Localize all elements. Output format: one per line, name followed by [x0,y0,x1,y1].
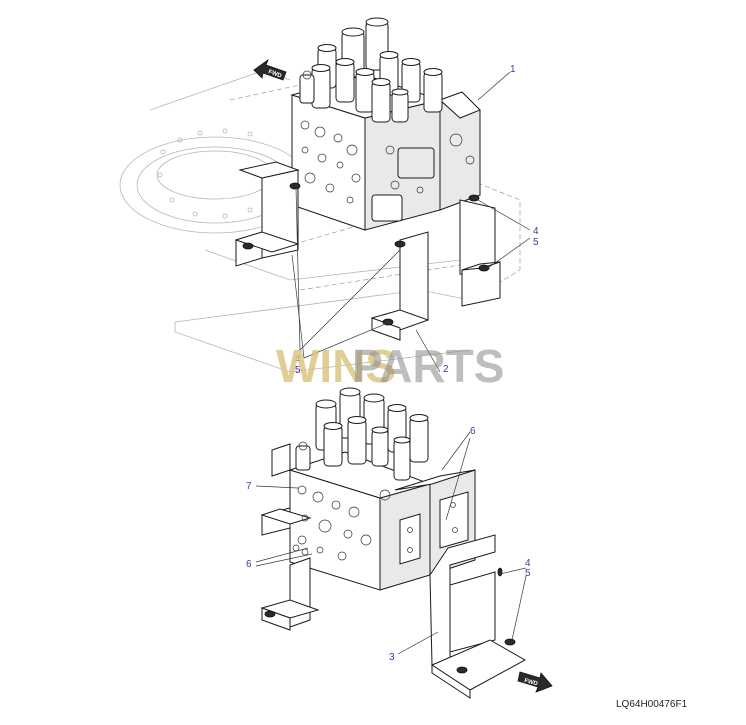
bracket-bottom-right [429,534,527,699]
control-valve-bottom [260,387,476,591]
callouts-bottom: 6 7 6 4 5 3 [246,426,531,663]
callout-4-top-right: 4 [533,226,539,237]
callout-5-top-right: 5 [533,237,539,248]
bracket-top-center [370,231,430,341]
watermark: WINS PARTS [276,340,505,392]
svg-text:WINS: WINS [276,340,396,392]
callout-7: 7 [246,481,252,492]
fwd-arrow-top: FWD [253,58,287,81]
svg-text:FWD: FWD [523,678,538,688]
leader-lines-bottom [255,431,527,655]
callout-5-top-left: 5 [295,365,301,376]
document-id: LQ64H00476F1 [616,699,688,710]
callout-6-top: 6 [470,426,476,437]
callout-1: 1 [510,64,516,75]
callout-5-bottom: 5 [525,568,531,579]
callout-3: 3 [389,652,395,663]
callout-4-bottom: 4 [525,558,531,569]
svg-text:PARTS: PARTS [352,340,505,392]
fwd-arrow-bottom: FWD [517,671,553,693]
svg-text:FWD: FWD [267,69,283,80]
control-valve-top [290,17,481,231]
bracket-top-right [459,194,501,307]
callouts-top: 1 4 5 4 5 2 [295,64,539,376]
callout-4-top-left: 4 [295,354,301,365]
callout-6-left: 6 [246,559,252,570]
bracket-top-left [234,161,301,267]
callout-2: 2 [443,364,449,375]
bracket-bottom-left [260,557,320,631]
leader-lines-top [291,71,531,373]
